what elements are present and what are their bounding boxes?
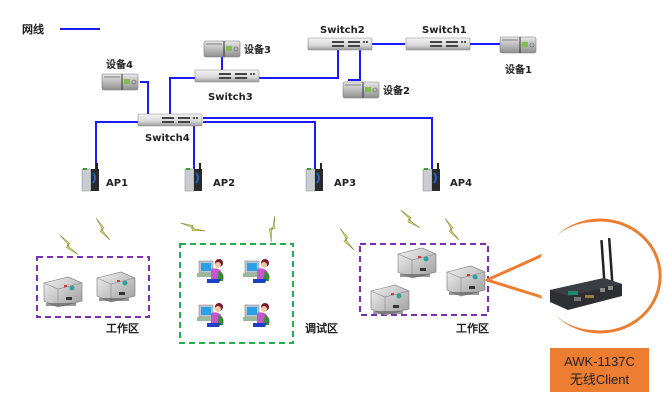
device-4[interactable]: 设备4 [101,58,139,91]
switch-label: Switch4 [145,133,190,144]
work-zone-right: 工作区 [359,243,489,335]
ap-label: AP4 [450,178,472,189]
wireless-signal-icon [339,227,355,251]
operator-workstation-icon [242,302,270,328]
access-point-icon [81,162,100,192]
agv-icon [96,271,136,303]
caption-line-1: AWK-1137C [564,354,635,369]
cable-switch3-switch4 [169,77,195,114]
operator-workstation-icon [242,258,270,284]
awk-client-callout[interactable] [485,218,662,334]
agv-icon [397,247,437,279]
wireless-signal-icon [260,215,286,243]
wireless-signals [59,206,460,258]
plc-icon [499,36,537,54]
device-3[interactable]: 设备3 [203,40,271,58]
zone-border [179,243,294,344]
awk-device-icon [550,238,622,310]
plc-icon [101,73,139,91]
wireless-signal-icon [444,217,460,241]
ap-1[interactable]: AP1 [81,162,128,192]
caption-box [550,348,649,392]
switch-4[interactable]: Switch4 [137,113,203,144]
cable-switch4-ap3 [203,121,316,175]
switch-label: Switch2 [320,25,365,36]
ap-label: AP3 [334,178,356,189]
wireless-signal-icon [95,217,111,241]
wireless-signal-icon [59,232,79,258]
agv-icon [446,265,486,297]
callout-bubble-fill [537,222,653,330]
debug-zone: 调试区 [179,243,338,344]
switch-icon [137,113,203,127]
device-2[interactable]: 设备2 [342,81,410,99]
switch-icon [194,69,260,83]
legend: 网线 [22,22,100,36]
zone-border [36,256,150,318]
wireless-signal-icon [180,213,206,241]
agv-icon [370,284,410,316]
ap-2[interactable]: AP2 [184,162,235,192]
cable-switch4-ap1 [95,121,138,175]
ap-label: AP1 [106,178,128,189]
ap-4[interactable]: AP4 [422,162,472,192]
caption-line-2: 无线Client [570,372,630,387]
cable-device4-switch4 [140,81,149,114]
device-label: 设备1 [505,63,532,76]
device-label: 设备3 [244,43,271,56]
switch-2[interactable]: Switch2 [307,25,373,51]
zone-label: 工作区 [456,321,489,335]
cable-switch4-ap4 [203,117,433,175]
switch-icon [307,37,373,51]
agv-icon [43,276,83,308]
operator-workstation-icon [196,302,224,328]
ap-label: AP2 [213,178,235,189]
legend-label: 网线 [22,22,44,36]
device-label: 设备4 [106,58,133,71]
callout-caption: AWK-1137C 无线Client [550,348,649,392]
switch-3[interactable]: Switch3 [194,69,260,103]
operator-workstation-icon [196,258,224,284]
switch-label: Switch3 [208,92,253,103]
switch-1[interactable]: Switch1 [405,25,471,51]
switch-label: Switch1 [422,25,467,36]
device-label: 设备2 [383,84,410,97]
switch-icon [405,37,471,51]
wireless-signal-icon [400,206,421,232]
ap-3[interactable]: AP3 [305,162,356,192]
cable-switch2-switch3 [258,50,339,79]
zone-label: 工作区 [106,321,139,335]
work-zone-left: 工作区 [36,256,150,335]
cable-switch2-device2 [348,50,361,81]
plc-icon [342,81,380,99]
network-cables [95,43,500,175]
plc-icon [203,40,241,58]
device-1[interactable]: 设备1 [499,36,537,76]
zone-label: 调试区 [305,321,338,335]
